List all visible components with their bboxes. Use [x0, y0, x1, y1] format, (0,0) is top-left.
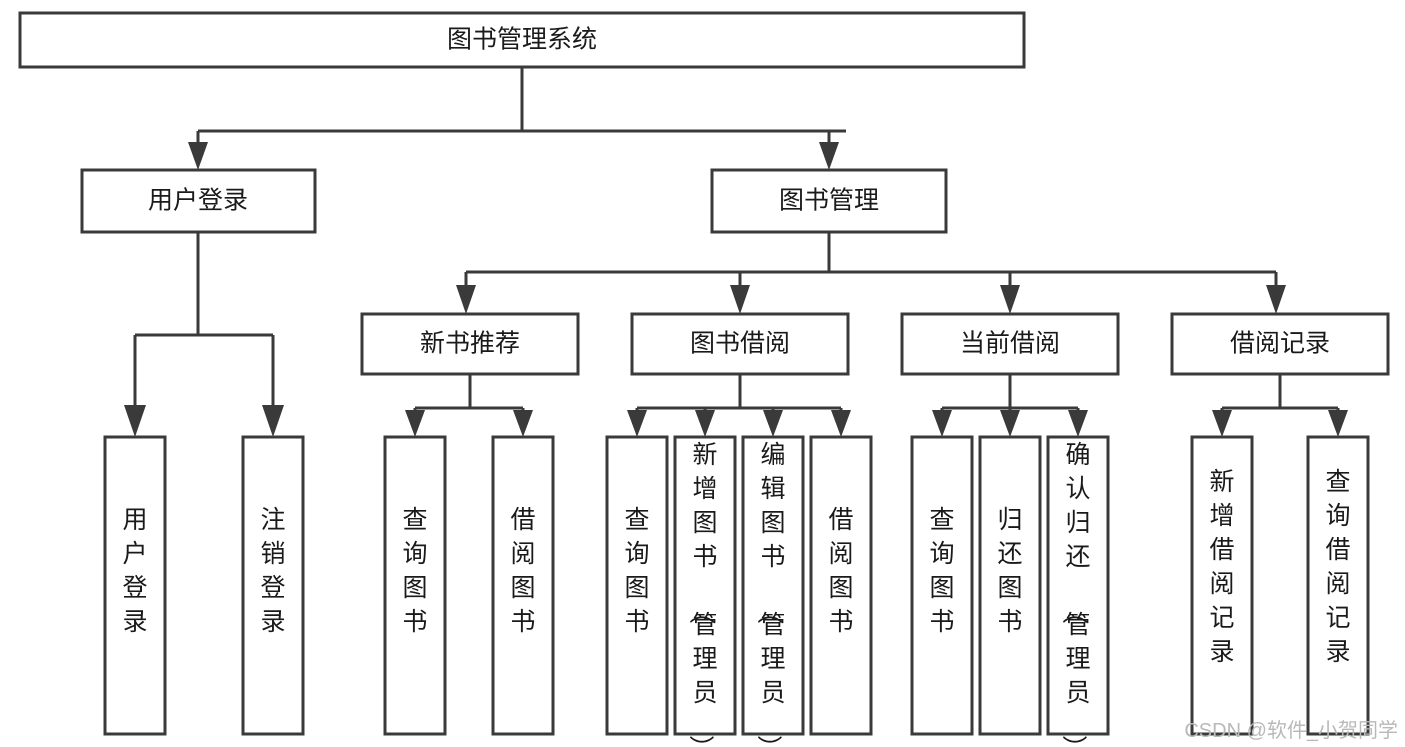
node-new-book-recommend-label: 新书推荐 — [420, 330, 520, 358]
node-borrow-record-label: 借阅记录 — [1230, 330, 1330, 358]
node-book-borrow[interactable]: 图书借阅 — [630, 312, 850, 376]
node-leaf-borrow-book-1[interactable]: 借阅图书 — [491, 435, 555, 736]
node-leaf-confirm-return-label: 确认归还（管理员） — [1059, 441, 1090, 747]
node-leaf-edit-book-box[interactable] — [741, 435, 805, 736]
node-leaf-query-record[interactable]: 查询借阅记录 — [1306, 435, 1370, 736]
arrow-head-icon — [1000, 285, 1020, 314]
node-leaf-query-record-box[interactable] — [1306, 435, 1370, 736]
node-current-borrow-label: 当前借阅 — [960, 330, 1060, 358]
connector-bookborrow-to-leaves — [627, 374, 851, 437]
arrow-head-icon — [1328, 410, 1348, 437]
arrow-head-icon — [831, 410, 851, 437]
arrow-head-icon — [1068, 410, 1088, 437]
arrow-head-icon — [513, 410, 533, 437]
arrow-head-icon — [1266, 285, 1286, 314]
node-root-label: 图书管理系统 — [447, 26, 597, 54]
node-leaf-borrow-book-2-label: 借阅图书 — [828, 506, 853, 636]
node-current-borrow-box[interactable] — [900, 312, 1120, 376]
node-leaf-logout-login-box[interactable] — [241, 435, 305, 736]
connector-currentborrow-to-leaves — [932, 374, 1088, 437]
node-leaf-logout-login[interactable]: 注销登录 — [241, 435, 305, 736]
watermark-text: CSDN @软件_小贺同学 — [1184, 719, 1398, 742]
node-leaf-add-book-label: 新增图书（管理员） — [686, 441, 717, 747]
node-leaf-user-login-label: 用户登录 — [122, 506, 147, 636]
node-new-book-recommend[interactable]: 新书推荐 — [360, 312, 580, 376]
node-borrow-record[interactable]: 借阅记录 — [1170, 312, 1390, 376]
node-book-management-box[interactable] — [710, 168, 948, 234]
node-user-login[interactable]: 用户登录 — [80, 168, 317, 234]
node-leaf-query-book-2-box[interactable] — [605, 435, 669, 736]
node-leaf-confirm-return-box[interactable] — [1046, 435, 1110, 736]
node-leaf-user-login-box[interactable] — [103, 435, 167, 736]
node-leaf-add-book[interactable]: 新增图书（管理员） — [673, 435, 737, 747]
node-leaf-query-book-1-box[interactable] — [383, 435, 447, 736]
node-leaf-query-book-3-label: 查询图书 — [929, 506, 954, 636]
node-leaf-add-record[interactable]: 新增借阅记录 — [1190, 435, 1254, 736]
node-leaf-edit-book-label: 编辑图书（管理员） — [754, 441, 785, 747]
arrow-head-icon — [1212, 410, 1232, 437]
node-current-borrow[interactable]: 当前借阅 — [900, 312, 1120, 376]
node-root[interactable]: 图书管理系统 — [18, 11, 1026, 69]
node-book-management[interactable]: 图书管理 — [710, 168, 948, 234]
node-leaf-borrow-book-1-label: 借阅图书 — [510, 506, 535, 636]
node-leaf-edit-book[interactable]: 编辑图书（管理员） — [741, 435, 805, 747]
arrow-head-icon — [932, 410, 952, 437]
node-leaf-borrow-book-2[interactable]: 借阅图书 — [809, 435, 873, 736]
arrow-head-icon — [124, 405, 146, 437]
node-root-box[interactable] — [18, 11, 1026, 69]
node-leaf-return-book[interactable]: 归还图书 — [978, 435, 1042, 736]
node-book-borrow-label: 图书借阅 — [690, 330, 790, 358]
node-leaf-add-record-label: 新增借阅记录 — [1209, 468, 1234, 666]
arrow-head-icon — [262, 405, 284, 437]
arrow-head-icon — [405, 410, 425, 437]
arrow-head-icon — [627, 410, 647, 437]
connector-newbook-to-leaves — [405, 374, 533, 437]
node-leaf-query-book-1-label: 查询图书 — [402, 506, 427, 636]
node-leaf-add-book-box[interactable] — [673, 435, 737, 736]
node-user-login-label: 用户登录 — [148, 187, 248, 215]
node-leaf-query-record-label: 查询借阅记录 — [1325, 468, 1350, 666]
node-leaf-user-login[interactable]: 用户登录 — [103, 435, 167, 736]
arrow-head-icon — [1000, 410, 1020, 437]
node-leaf-borrow-book-1-box[interactable] — [491, 435, 555, 736]
node-leaf-return-book-box[interactable] — [978, 435, 1042, 736]
connector-root-to-level2 — [188, 67, 846, 170]
node-book-management-label: 图书管理 — [779, 187, 879, 215]
node-new-book-recommend-box[interactable] — [360, 312, 580, 376]
arrow-head-icon — [188, 142, 208, 170]
node-leaf-query-book-3-box[interactable] — [910, 435, 974, 736]
node-leaf-query-book-2[interactable]: 查询图书 — [605, 435, 669, 736]
arrow-head-icon — [730, 285, 750, 314]
node-leaf-query-book-2-label: 查询图书 — [624, 506, 649, 636]
node-leaf-add-record-box[interactable] — [1190, 435, 1254, 736]
connector-borrowrecord-to-leaves — [1212, 374, 1348, 437]
node-leaf-confirm-return[interactable]: 确认归还（管理员） — [1046, 435, 1110, 747]
connector-bookmgmt-to-level3 — [456, 232, 1286, 314]
arrow-head-icon — [819, 142, 839, 170]
node-leaf-query-book-1[interactable]: 查询图书 — [383, 435, 447, 736]
node-leaf-query-book-3[interactable]: 查询图书 — [910, 435, 974, 736]
arrow-head-icon — [695, 410, 715, 437]
node-user-login-box[interactable] — [80, 168, 317, 234]
arrow-head-icon — [456, 285, 476, 314]
node-leaf-return-book-label: 归还图书 — [997, 506, 1022, 636]
node-borrow-record-box[interactable] — [1170, 312, 1390, 376]
arrow-head-icon — [763, 410, 783, 437]
connector-userlogin-to-leaves — [124, 232, 284, 437]
node-leaf-borrow-book-2-box[interactable] — [809, 435, 873, 736]
node-leaf-logout-login-label: 注销登录 — [260, 506, 285, 636]
node-book-borrow-box[interactable] — [630, 312, 850, 376]
